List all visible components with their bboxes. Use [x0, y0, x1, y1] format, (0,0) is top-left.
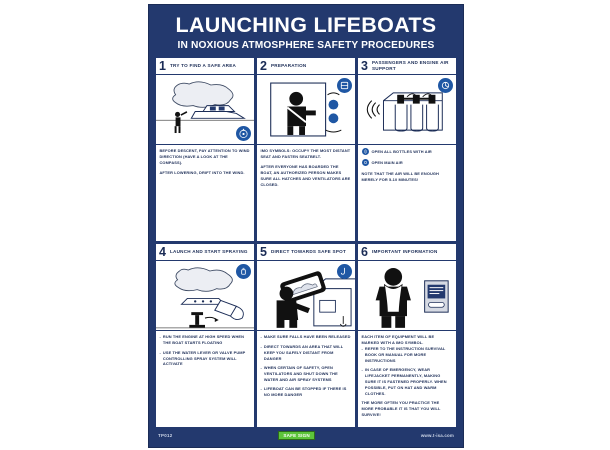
bullet-dash-icon: -: [260, 343, 262, 349]
hatch-icon: [340, 82, 349, 90]
panel-4-bullet-2: - USE THE WATER LEVER OR VALVE PUMP CONT…: [160, 350, 251, 368]
lifejacket-and-manual-icon: [375, 268, 449, 329]
panel-5-bullet-4: - LIFEBOAT CAN BE STOPPED IF THERE IS NO…: [261, 386, 352, 398]
panel-1-paragraph-1: BEFORE DESCENT, PAY ATTENTION TO WIND DI…: [159, 148, 250, 166]
valve-icon: [361, 159, 369, 167]
panel-3-iconline-1-text: OPEN ALL BOTTLES WITH AIR: [371, 148, 432, 154]
panel-6-bullet-1-text: REFER TO THE INSTRUCTION SURVIVAL BOOK O…: [364, 346, 446, 363]
panel-4-illustration: [156, 261, 254, 332]
spray-icon: [241, 268, 246, 276]
panel-5-illustration: [257, 261, 355, 332]
panel-3: 3 PASSENGERS AND ENGINE AIR SUPPORT: [358, 57, 456, 241]
panel-5-bullet-3: - WHEN CERTAIN OF SAFETY, OPEN VENTILATO…: [261, 365, 352, 383]
panel-3-title: PASSENGERS AND ENGINE AIR SUPPORT: [371, 60, 449, 72]
panel-5-header: 5 DIRECT TOWARDS SAFE SPOT: [257, 244, 355, 262]
footer-website: www.t-isa.com: [420, 432, 454, 438]
panel-2-paragraph-1: IMO SYMBOLS: OCCUPY THE MOST DISTANT SEA…: [260, 148, 351, 160]
panel-5-bullet-3-text: WHEN CERTAIN OF SAFETY, OPEN VENTILATORS…: [263, 364, 338, 382]
panel-4-body: - RUN THE ENGINE AT HIGH SPEED WHEN THE …: [156, 331, 254, 427]
air-bottles-rack-icon: [366, 92, 443, 132]
panel-2: 2 PREPARATION: [257, 57, 355, 241]
bullet-dash-icon: -: [361, 367, 363, 373]
panel-4: 4 LAUNCH AND START SPRAYING: [156, 243, 254, 427]
poster-title-main: LAUNCHING LIFEBOATS: [175, 13, 437, 37]
panel-4-header: 4 LAUNCH AND START SPRAYING: [156, 244, 254, 262]
panel-6: 6 IMPORTANT INFORMATION: [358, 243, 456, 427]
poster-footer: TP012 SAFE SIGN www.t-isa.com: [156, 427, 456, 443]
panel-4-bullet-1: - RUN THE ENGINE AT HIGH SPEED WHEN THE …: [160, 334, 251, 346]
panel-6-bullet-1: - REFER TO THE INSTRUCTION SURVIVAL BOOK…: [362, 346, 453, 364]
bullet-dash-icon: -: [159, 349, 161, 355]
compass-icon: [239, 128, 248, 139]
panel-2-header: 2 PREPARATION: [257, 58, 355, 76]
hatch-badge: [337, 78, 352, 94]
panel-2-paragraph-2: AFTER EVERYONE HAS BOARDED THE BOAT, AN …: [260, 164, 351, 187]
panel-6-intro: EACH ITEM OF EQUIPMENT WILL BE MARKED WI…: [361, 334, 435, 346]
panel-5-bullet-1-text: MAKE SURE FALLS HAVE BEEN RELEASED: [263, 334, 351, 340]
compass-badge: [236, 126, 251, 142]
panel-3-iconline-2-text: OPEN MAIN AIR: [371, 159, 403, 165]
panel-3-number: 3: [361, 58, 368, 73]
panel-2-number: 2: [260, 58, 267, 73]
brand-logo: SAFE SIGN: [278, 430, 315, 440]
panel-5-bullet-1: - MAKE SURE FALLS HAVE BEEN RELEASED: [261, 334, 352, 340]
hook-release-icon: [340, 268, 345, 276]
poster-title-subtitle: IN NOXIOUS ATMOSPHERE SAFETY PROCEDURES: [177, 39, 435, 51]
panel-4-title: LAUNCH AND START SPRAYING: [169, 249, 248, 255]
panel-5-title: DIRECT TOWARDS SAFE SPOT: [270, 249, 347, 255]
helmsman-steering-icon: [276, 271, 355, 329]
hook-release-badge: [337, 264, 352, 280]
panel-3-iconline-2: OPEN MAIN AIR: [361, 159, 453, 167]
panel-6-closing: THE MORE OFTEN YOU PRACTICE THE MORE PRO…: [361, 400, 441, 417]
panel-grid: 1 TRY TO FIND A SAFE AREA: [156, 57, 456, 427]
bottle-icon: [361, 148, 369, 156]
panel-1-illustration: [156, 75, 254, 146]
footer-product-code: TP012: [158, 432, 173, 438]
spray-badge: [236, 264, 251, 280]
panel-5: 5 DIRECT TOWARDS SAFE SPOT: [257, 243, 355, 427]
panel-6-bullet-2: - IN CASE OF EMERGENCY, WEAR LIFEJACKET …: [362, 367, 453, 396]
panel-6-title: IMPORTANT INFORMATION: [371, 249, 438, 255]
panel-1-body: BEFORE DESCENT, PAY ATTENTION TO WIND DI…: [156, 145, 254, 241]
panel-1-title: TRY TO FIND A SAFE AREA: [169, 63, 237, 69]
panel-4-bullet-2-text: USE THE WATER LEVER OR VALVE PUMP CONTRO…: [162, 349, 246, 367]
brand-logo-text: SAFE SIGN: [283, 432, 310, 438]
panel-1-paragraph-2: AFTER LOWERING, DRIFT INTO THE WIND.: [159, 170, 245, 175]
lifeboat-smoke-scene-icon: [156, 81, 254, 134]
panel-3-illustration: [358, 75, 456, 146]
panel-3-note: NOTE THAT THE AIR WILL BE ENOUGH MERELY …: [361, 171, 439, 183]
panel-5-bullet-2: - DIRECT TOWARDS AN AREA THAT WILL KEEP …: [261, 344, 352, 362]
panel-3-iconline-1: OPEN ALL BOTTLES WITH AIR: [361, 148, 453, 156]
boat-spray-system-icon: [156, 267, 254, 329]
panel-6-bullet-2-text: IN CASE OF EMERGENCY, WEAR LIFEJACKET PE…: [364, 367, 447, 396]
panel-1: 1 TRY TO FIND A SAFE AREA: [156, 57, 254, 241]
air-valve-badge: [438, 78, 453, 94]
panel-3-body: OPEN ALL BOTTLES WITH AIR OPEN MAIN AIR …: [358, 145, 456, 241]
panel-4-number: 4: [159, 244, 166, 259]
panel-6-header: 6 IMPORTANT INFORMATION: [358, 244, 456, 262]
air-valve-icon: [441, 82, 450, 90]
panel-5-bullet-2-text: DIRECT TOWARDS AN AREA THAT WILL KEEP YO…: [263, 343, 344, 361]
panel-6-body: EACH ITEM OF EQUIPMENT WILL BE MARKED WI…: [358, 331, 456, 427]
panel-2-title: PREPARATION: [270, 63, 307, 69]
panel-4-bullet-1-text: RUN THE ENGINE AT HIGH SPEED WHEN THE BO…: [162, 334, 245, 346]
bullet-dash-icon: -: [260, 334, 262, 340]
panel-6-illustration: [358, 261, 456, 332]
panel-1-number: 1: [159, 58, 166, 73]
panel-2-illustration: [257, 75, 355, 146]
panel-6-number: 6: [361, 244, 368, 259]
bullet-dash-icon: -: [159, 334, 161, 340]
safety-poster: LAUNCHING LIFEBOATS IN NOXIOUS ATMOSPHER…: [148, 4, 464, 448]
panel-2-body: IMO SYMBOLS: OCCUPY THE MOST DISTANT SEA…: [257, 145, 355, 241]
panel-5-bullet-4-text: LIFEBOAT CAN BE STOPPED IF THERE IS NO M…: [263, 385, 347, 397]
poster-title-block: LAUNCHING LIFEBOATS IN NOXIOUS ATMOSPHER…: [156, 11, 456, 58]
bullet-dash-icon: -: [260, 385, 262, 391]
seated-person-seatbelt-icon: [270, 82, 342, 137]
bullet-dash-icon: -: [361, 346, 363, 352]
bullet-dash-icon: -: [260, 364, 262, 370]
panel-1-header: 1 TRY TO FIND A SAFE AREA: [156, 58, 254, 76]
panel-5-body: - MAKE SURE FALLS HAVE BEEN RELEASED - D…: [257, 331, 355, 427]
panel-5-number: 5: [260, 244, 267, 259]
panel-3-header: 3 PASSENGERS AND ENGINE AIR SUPPORT: [358, 58, 456, 76]
